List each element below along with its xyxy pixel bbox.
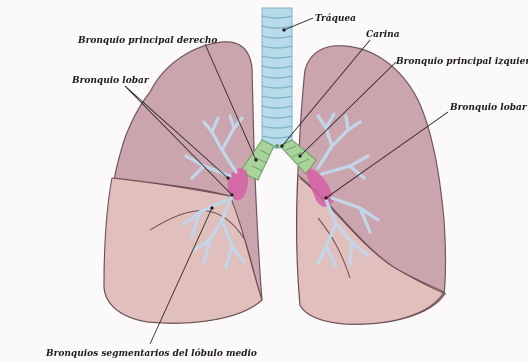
label-left-lobar-bronchus: Bronquio lobar bbox=[449, 103, 528, 113]
label-right-lobar-bronchus: Bronquio lobar bbox=[71, 76, 150, 86]
carina-point bbox=[275, 144, 279, 148]
label-trachea: Tráquea bbox=[315, 13, 356, 24]
label-left-main-bronchus: Bronquio principal izquierdo bbox=[395, 57, 528, 67]
trachea bbox=[262, 8, 292, 148]
label-right-main-bronchus: Bronquio principal derecho bbox=[77, 36, 217, 46]
label-carina: Carina bbox=[366, 30, 400, 40]
label-segmental-bronchi: Bronquios segmentarios del lóbulo medio bbox=[45, 348, 257, 359]
